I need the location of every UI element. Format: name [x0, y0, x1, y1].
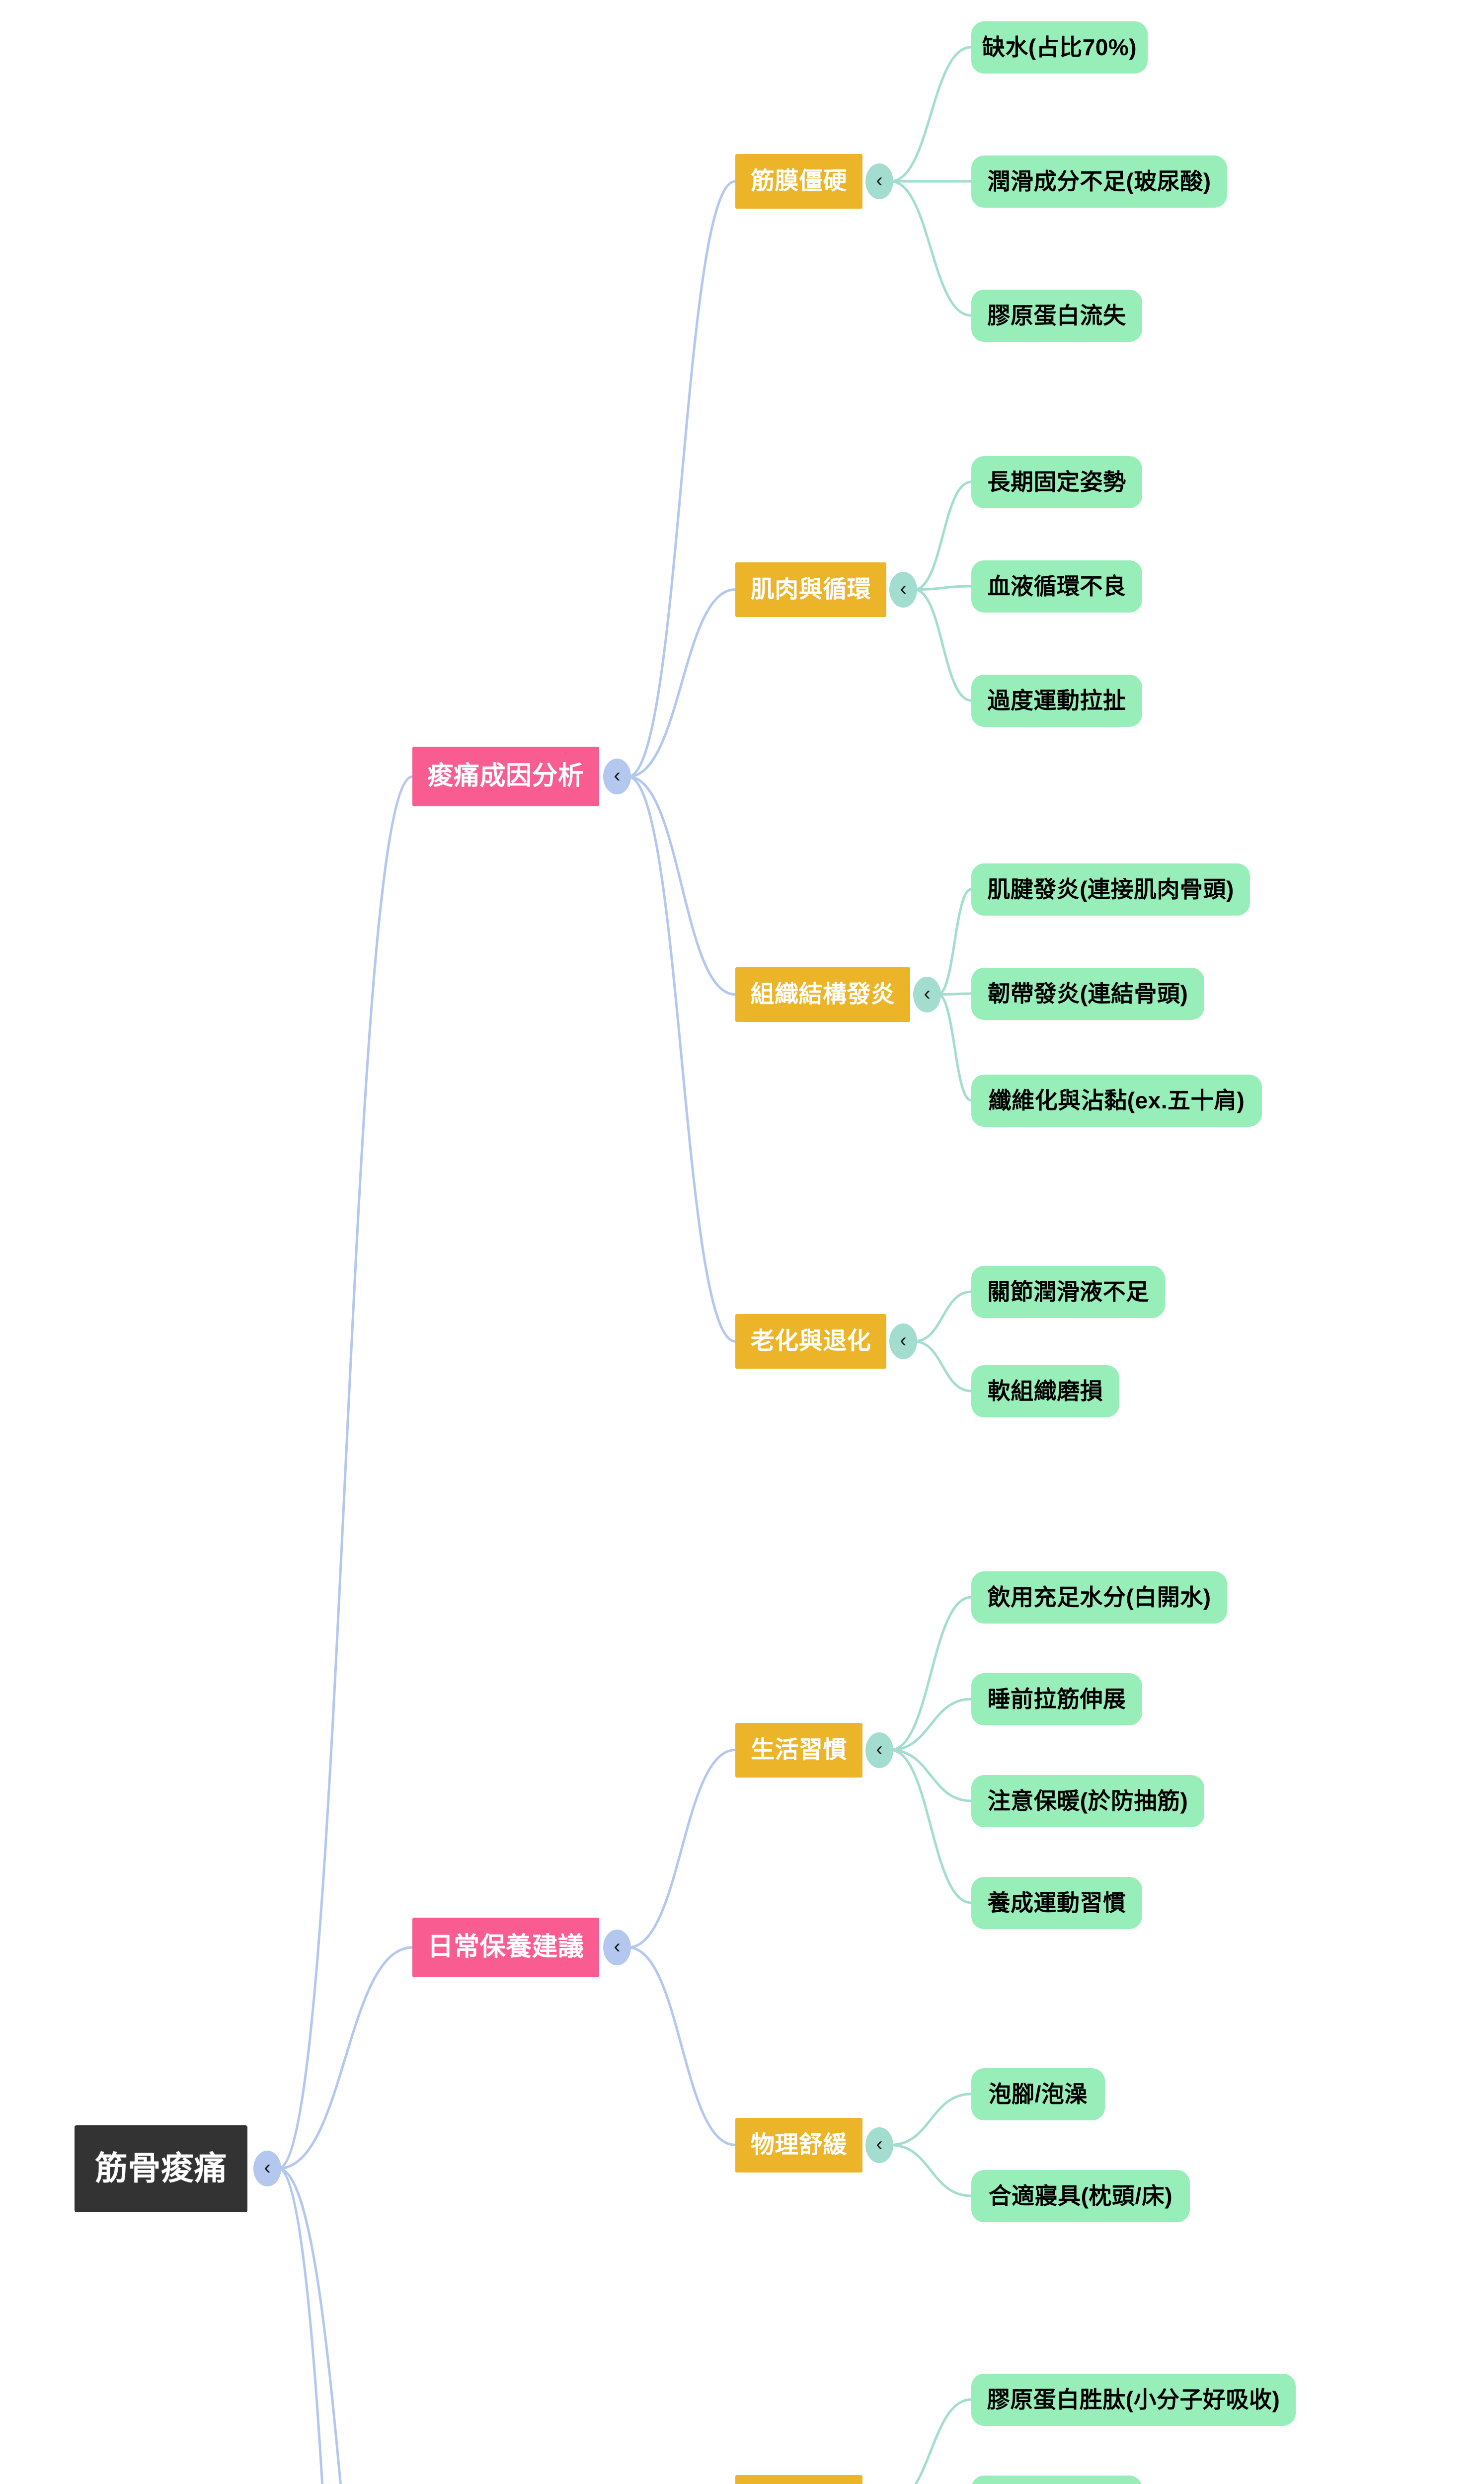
chevron-left-icon: ‹: [876, 169, 883, 191]
leaf-node[interactable]: 膠原蛋白流失: [971, 289, 1142, 342]
connector-edge: [627, 1749, 736, 1949]
connector-edge: [914, 585, 972, 591]
leaf-node[interactable]: 韌帶發炎(連結骨頭): [971, 967, 1205, 1020]
leaf-node[interactable]: 飲用充足水分(白開水): [971, 1571, 1228, 1624]
leaf-node[interactable]: 合適寢具(枕頭/床): [971, 2170, 1190, 2222]
connector-edge: [890, 180, 972, 317]
connector-edge: [278, 775, 413, 2170]
chevron-left-icon: ‹: [900, 1329, 907, 1351]
sub-branch-toggle[interactable]: ‹: [889, 1323, 917, 1359]
connector-edge: [890, 2093, 972, 2146]
leaf-node[interactable]: 泡腳/泡澡: [971, 2068, 1105, 2120]
leaf-node[interactable]: 過度運動拉扯: [971, 674, 1142, 727]
connector-edge: [914, 1340, 972, 1393]
connector-edge: [278, 1946, 413, 2170]
sub-branch-toggle[interactable]: ‹: [913, 976, 941, 1012]
branch-toggle[interactable]: ‹: [603, 1930, 631, 1965]
leaf-node[interactable]: 缺水(占比70%): [971, 21, 1148, 74]
connector-edge: [890, 46, 972, 183]
connector-edge: [627, 588, 736, 778]
leaf-node[interactable]: 軟組織磨損: [971, 1365, 1119, 1417]
connector-edge: [890, 1749, 972, 1802]
leaf-node[interactable]: 關節潤滑液不足: [971, 1265, 1165, 1318]
root-toggle[interactable]: ‹: [253, 2151, 281, 2186]
sub-branch-toggle[interactable]: ‹: [889, 571, 917, 608]
leaf-node[interactable]: 睡前拉筋伸展: [971, 1673, 1142, 1725]
leaf-node[interactable]: 注意保暖(於防抽筋): [971, 1775, 1205, 1827]
connector-edge: [627, 1946, 736, 2146]
sub-branch-toggle[interactable]: ‹: [865, 1732, 893, 1768]
connector-edge: [937, 993, 972, 1102]
connector-edge: [890, 2144, 972, 2197]
connector-edge: [890, 1749, 972, 1904]
chevron-left-icon: ‹: [614, 765, 621, 787]
connector-edge: [278, 2167, 342, 2484]
connector-edge: [627, 180, 736, 778]
sub-branch-node[interactable]: 物理舒緩: [735, 2117, 862, 2173]
chevron-left-icon: ‹: [614, 1936, 621, 1957]
sub-branch-toggle[interactable]: ‹: [865, 2127, 893, 2163]
branch-node[interactable]: 痠痛成因分析: [412, 747, 599, 807]
connector-edge: [890, 1698, 972, 1751]
connector-edge: [937, 888, 972, 996]
sub-branch-node[interactable]: 修復原料: [735, 2475, 862, 2484]
leaf-node[interactable]: 肌腱發炎(連接肌肉骨頭): [971, 863, 1250, 916]
leaf-node[interactable]: 長期固定姿勢: [971, 456, 1142, 508]
sub-branch-node[interactable]: 生活習慣: [735, 1722, 862, 1778]
connector-edge: [914, 588, 972, 702]
sub-branch-node[interactable]: 組織結構發炎: [735, 967, 910, 1022]
chevron-left-icon: ‹: [876, 2133, 883, 2155]
leaf-node[interactable]: 二型膠原蛋白: [971, 2475, 1142, 2484]
chevron-left-icon: ‹: [924, 982, 931, 1005]
connector-edge: [627, 775, 736, 996]
connector-edge: [278, 2167, 324, 2484]
leaf-node[interactable]: 養成運動習慣: [971, 1876, 1142, 1929]
connector-edge: [937, 992, 972, 996]
leaf-node[interactable]: 膠原蛋白胜肽(小分子好吸收): [971, 2373, 1296, 2426]
connector-edge: [914, 2398, 972, 2484]
leaf-node[interactable]: 潤滑成分不足(玻尿酸): [971, 155, 1228, 208]
chevron-left-icon: ‹: [264, 2157, 271, 2178]
sub-branch-node[interactable]: 肌肉與循環: [735, 562, 886, 617]
sub-branch-node[interactable]: 老化與退化: [735, 1314, 886, 1369]
connector-edge: [627, 775, 736, 1343]
root-node[interactable]: 筋骨痠痛: [75, 2125, 247, 2212]
branch-toggle[interactable]: ‹: [603, 759, 631, 795]
connector-edge: [890, 1596, 972, 1751]
chevron-left-icon: ‹: [876, 1738, 883, 1760]
branch-node[interactable]: 日常保養建議: [412, 1918, 599, 1977]
chevron-left-icon: ‹: [900, 577, 907, 600]
leaf-node[interactable]: 纖維化與沾黏(ex.五十肩): [971, 1074, 1262, 1127]
connector-edge: [914, 480, 972, 591]
sub-branch-toggle[interactable]: ‹: [865, 163, 893, 199]
leaf-node[interactable]: 血液循環不良: [971, 560, 1142, 613]
sub-branch-node[interactable]: 筋膜僵硬: [735, 154, 862, 209]
connector-edge: [914, 1290, 972, 1343]
